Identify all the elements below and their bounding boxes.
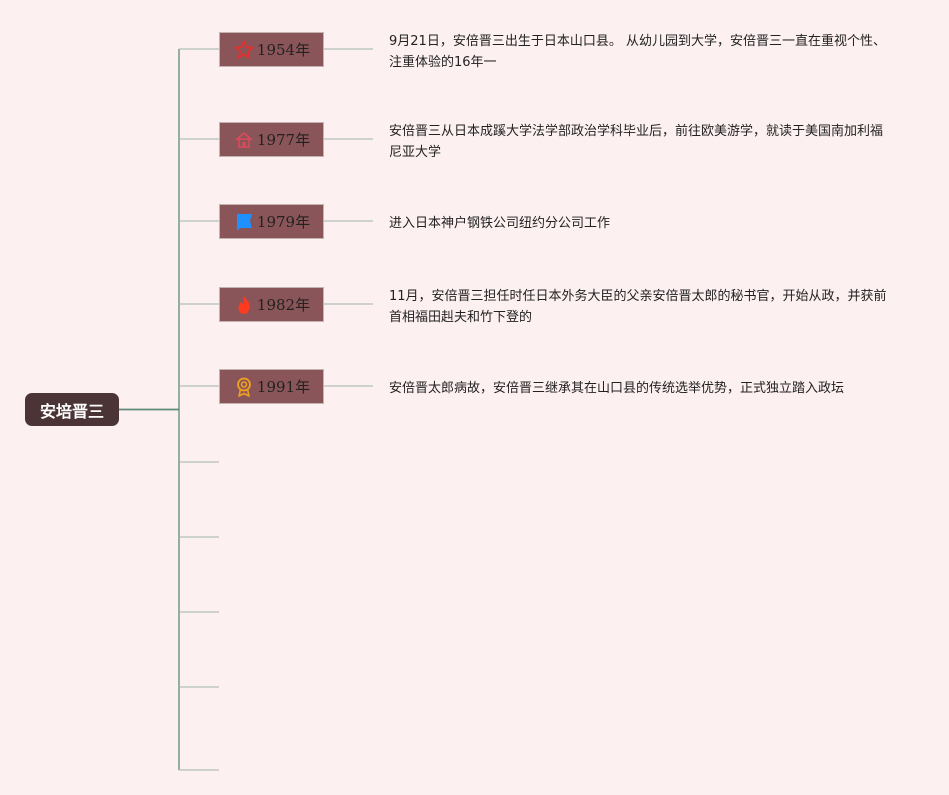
year-label: 1979年 — [256, 213, 311, 231]
year-label: 1991年 — [256, 378, 311, 396]
root-node[interactable]: 安培晋三 — [25, 393, 119, 426]
year-label: 1982年 — [256, 296, 311, 314]
year-node-1979[interactable]: 1979年 — [219, 204, 324, 239]
year-label: 1977年 — [256, 131, 311, 149]
year-node-1954[interactable]: 1954年 — [219, 32, 324, 67]
event-description: 安倍晋三从日本成蹊大学法学部政治学科毕业后，前往欧美游学，就读于美国南加利福尼亚… — [389, 124, 884, 160]
event-description: 进入日本神户钢铁公司纽约分公司工作 — [389, 216, 611, 231]
year-label: 1954年 — [256, 41, 311, 59]
home-icon — [233, 129, 255, 151]
flame-icon — [233, 294, 255, 316]
event-description: 9月21日，安倍晋三出生于日本山口县。 从幼儿园到大学，安倍晋三一直在重视个性、… — [389, 34, 886, 70]
event-description: 安倍晋太郎病故，安倍晋三继承其在山口县的传统选举优势，正式独立踏入政坛 — [389, 381, 845, 396]
flag-icon — [233, 211, 255, 233]
year-node-1982[interactable]: 1982年 — [219, 287, 324, 322]
star-icon — [233, 39, 255, 61]
year-node-1991[interactable]: 1991年 — [219, 369, 324, 404]
event-description: 11月，安倍晋三担任时任日本外务大臣的父亲安倍晋太郎的秘书官，开始从政，并获前首… — [389, 289, 887, 325]
year-node-1977[interactable]: 1977年 — [219, 122, 324, 157]
medal-icon — [233, 376, 255, 398]
root-label: 安培晋三 — [39, 401, 104, 421]
